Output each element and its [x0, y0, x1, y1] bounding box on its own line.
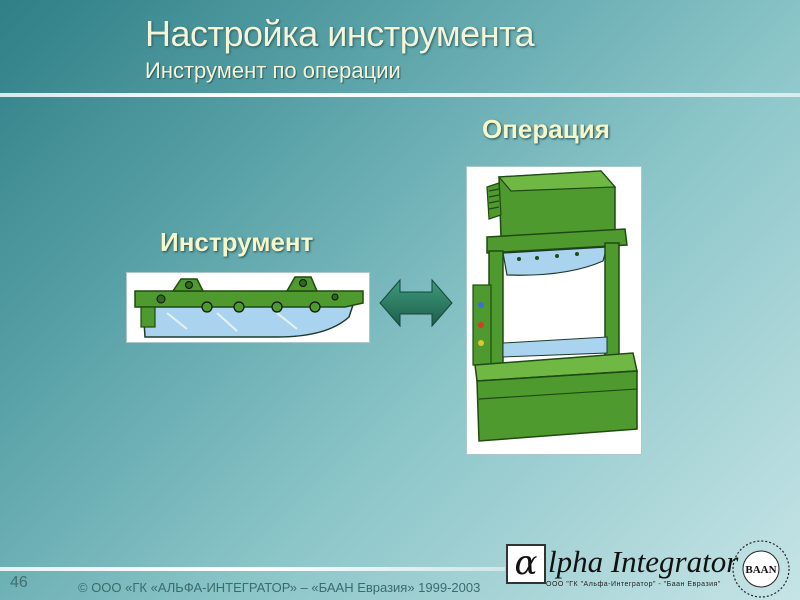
copyright-text: © ООО «ГК «АЛЬФА-ИНТЕГРАТОР» – «БААН Евр… — [78, 580, 481, 595]
footer-divider — [0, 567, 505, 571]
logo-wordmark: lpha Integrator — [548, 544, 739, 579]
alpha-logo-icon: α — [506, 544, 546, 584]
baan-seal-icon: BAAN — [732, 540, 790, 598]
tool-image — [126, 272, 370, 343]
press-machine-icon — [472, 170, 638, 442]
slide-subtitle: Инструмент по операции — [145, 58, 401, 83]
company-logo: α lpha Integrator ООО "ГК "Альфа-Интегра… — [506, 538, 800, 600]
tool-label: Инструмент — [160, 227, 314, 257]
slide-title: Настройка инструмента — [145, 13, 535, 54]
press-machine-image — [466, 166, 642, 455]
logo-tagline: ООО "ГК "Альфа-Интегратор" - "Баан Евраз… — [546, 581, 721, 588]
header-divider — [0, 93, 800, 97]
double-headed-arrow-icon — [378, 278, 454, 328]
blade-tool-icon — [134, 276, 364, 338]
seal-text: BAAN — [745, 564, 776, 576]
operation-label: Операция — [482, 114, 610, 144]
page-number: 46 — [10, 574, 28, 591]
